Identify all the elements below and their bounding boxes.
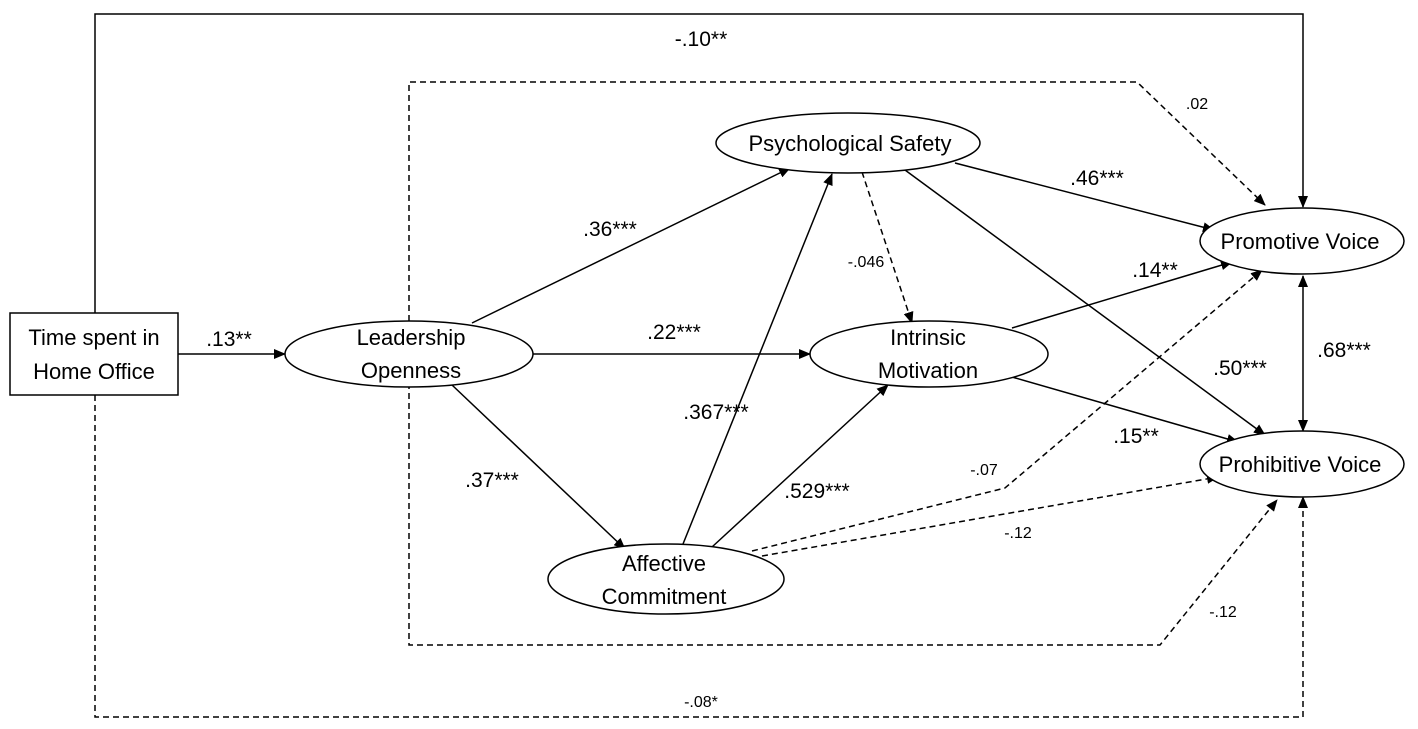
node-leadership-line2: Openness xyxy=(361,358,461,383)
edge-label-time-leadership: .13** xyxy=(206,328,252,351)
node-intrinsic-line2: Motivation xyxy=(878,358,978,383)
node-time-spent-home-office: Time spent in Home Office xyxy=(9,312,179,396)
node-intrinsic-line1: Intrinsic xyxy=(890,325,966,350)
node-prohibitive-voice: Prohibitive Voice xyxy=(1199,430,1405,498)
node-affective-line1: Affective xyxy=(622,551,706,576)
node-leadership-line1: Leadership xyxy=(357,325,466,350)
edge-label-promotive-prohibitive: .68*** xyxy=(1317,339,1371,362)
edge-affective-intrinsic xyxy=(711,384,889,548)
edge-affective-promotive xyxy=(751,269,1263,552)
edge-label-intrinsic-promotive: .14** xyxy=(1132,259,1178,282)
edge-affective-psych xyxy=(682,173,833,545)
edge-label-time-prohibitive: -.08* xyxy=(684,694,718,711)
node-promotive-label: Promotive Voice xyxy=(1221,229,1380,254)
node-leadership-openness: Leadership Openness xyxy=(284,320,534,388)
edge-label-psych-promotive: .46*** xyxy=(1070,167,1124,190)
edge-leadership-affective xyxy=(451,384,626,550)
edge-label-psych-prohibitive: .50*** xyxy=(1213,357,1267,380)
edge-label-leadership-affective: .37*** xyxy=(465,469,519,492)
edge-psych-promotive xyxy=(954,162,1215,233)
edge-label-affective-psych: .367*** xyxy=(683,401,748,424)
node-affective-commitment: Affective Commitment xyxy=(547,543,785,615)
node-intrinsic-motivation: Intrinsic Motivation xyxy=(809,320,1049,388)
node-promotive-voice: Promotive Voice xyxy=(1199,207,1405,275)
edge-leadership-psych xyxy=(471,167,791,324)
node-time-line2: Home Office xyxy=(33,359,155,384)
node-psych-safety-label: Psychological Safety xyxy=(749,131,952,156)
edge-time-prohibitive xyxy=(94,395,1308,718)
edge-label-leadership-promotive: .02 xyxy=(1186,96,1208,113)
edge-psych-prohibitive xyxy=(904,169,1266,436)
node-time-line1: Time spent in xyxy=(28,325,159,350)
node-prohibitive-label: Prohibitive Voice xyxy=(1219,452,1382,477)
edge-time-promotive xyxy=(94,13,1308,313)
edge-affective-prohibitive xyxy=(761,473,1219,557)
edge-label-intrinsic-prohibitive: .15** xyxy=(1113,425,1159,448)
edge-label-leadership-psych: .36*** xyxy=(583,218,637,241)
edge-label-psych-intrinsic: -.046 xyxy=(848,254,885,271)
edge-leadership-promotive xyxy=(408,81,1266,321)
edge-intrinsic-prohibitive xyxy=(1011,376,1239,444)
edge-psych-intrinsic xyxy=(861,171,914,324)
edge-label-leadership-prohibitive: -.12 xyxy=(1209,604,1237,621)
node-affective-line2: Commitment xyxy=(602,584,727,609)
edge-leadership-prohibitive xyxy=(408,383,1278,646)
edge-label-time-promotive: -.10** xyxy=(675,28,728,51)
edge-label-leadership-intrinsic: .22*** xyxy=(647,321,701,344)
edge-label-affective-intrinsic: .529*** xyxy=(784,480,849,503)
edge-label-affective-prohibitive: -.12 xyxy=(1004,525,1032,542)
node-psychological-safety: Psychological Safety xyxy=(715,112,981,174)
edge-intrinsic-promotive xyxy=(1011,260,1233,329)
edge-label-affective-promotive: -.07 xyxy=(970,462,998,479)
